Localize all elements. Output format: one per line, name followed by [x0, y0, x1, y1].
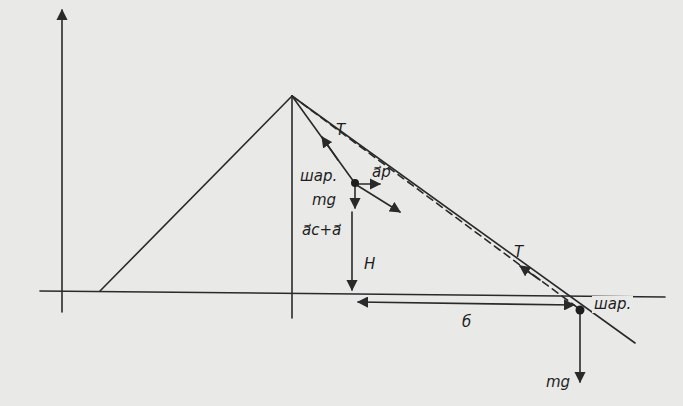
force-label: mg — [544, 374, 572, 391]
y-axis — [61, 10, 63, 312]
dimension-arrow — [358, 302, 574, 305]
ball — [576, 306, 585, 315]
ball — [351, 179, 359, 187]
accel-arrow — [355, 184, 400, 212]
gravity-arrow — [579, 312, 581, 382]
slope-right — [292, 96, 635, 343]
ground-line — [40, 291, 665, 297]
height-label: H — [362, 256, 377, 273]
dimension-label: б — [460, 314, 473, 331]
slope-left — [100, 96, 292, 291]
force-label: T — [512, 244, 525, 261]
vector-label: a⃗p — [370, 164, 393, 181]
force-label: mg — [310, 192, 338, 209]
dashed-line — [292, 96, 578, 308]
pole — [291, 96, 293, 318]
tension-arrow — [322, 137, 338, 160]
ball-label: шар. — [298, 168, 339, 185]
height-arrow — [351, 212, 353, 290]
gravity-arrow — [354, 184, 356, 208]
force-label: T — [334, 122, 347, 139]
ball-label: шар. — [592, 296, 633, 313]
vector-label: a⃗c+a⃗ — [300, 222, 343, 239]
tension-arrow — [520, 266, 540, 280]
